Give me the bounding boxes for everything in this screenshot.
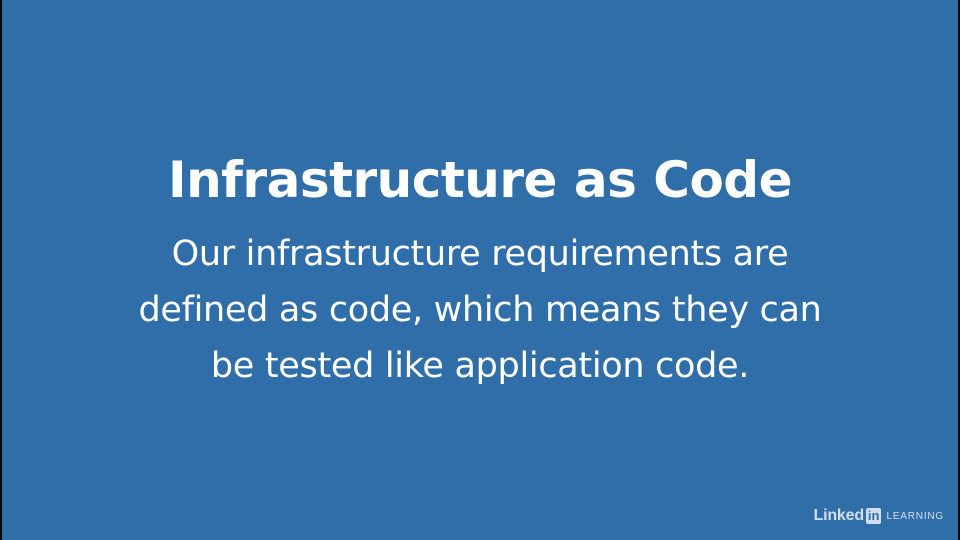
slide-body-line: defined as code, which means they can [138, 290, 822, 330]
slide-body-line: be tested like application code. [210, 346, 750, 386]
brand-subtitle: LEARNING [886, 510, 944, 522]
slide-body: Our infrastructure requirements are defi… [2, 226, 958, 394]
slide-title: Infrastructure as Code [167, 151, 793, 209]
brand-in-box: in [865, 508, 882, 524]
linkedin-learning-logo: Linked in LEARNING [814, 507, 944, 525]
brand-name: Linked [813, 507, 865, 524]
slide-body-line: Our infrastructure requirements are [171, 234, 789, 274]
